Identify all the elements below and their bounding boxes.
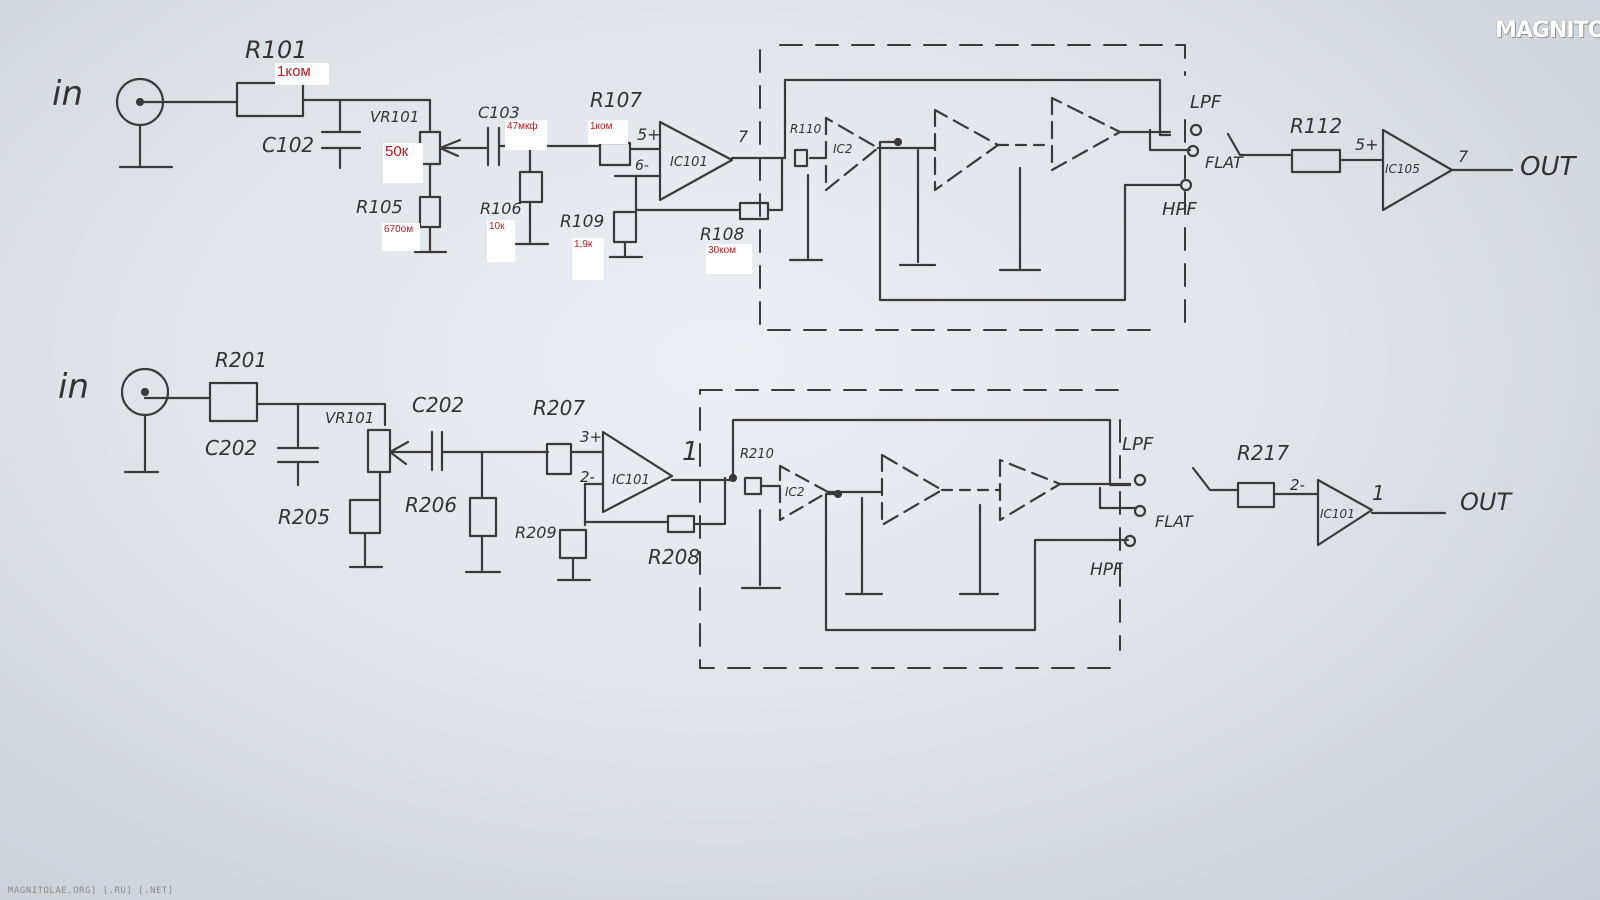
vr101-potentiometer <box>418 130 442 166</box>
ch1-label-r108: R108 <box>700 225 744 245</box>
ch1-out-label: OUT <box>1520 152 1577 182</box>
ch2-label-r208: R208 <box>648 545 700 569</box>
ch1-label-c103: C103 <box>478 103 520 122</box>
ch1-label-r112: R112 <box>1290 114 1342 138</box>
ch1-lpf-label: LPF <box>1190 92 1222 113</box>
ch2-label-r217: R217 <box>1237 441 1289 465</box>
channel-1 <box>115 39 1514 331</box>
ch1-label-r105: R105 <box>356 197 403 218</box>
ch1-ic105-out: 7 <box>1458 147 1469 166</box>
lpf-terminal-1 <box>1189 123 1203 137</box>
ch1-label-ic101: IC101 <box>670 155 708 170</box>
site-watermark: MAGNITOLAE.ORG] [.RU] [.NET] <box>8 886 174 896</box>
ch2-pin-minus: 2- <box>580 468 595 486</box>
channel-2 <box>120 367 1447 669</box>
ch1-flat-label: FLAT <box>1205 153 1244 172</box>
ch1-label-c102: C102 <box>262 133 314 157</box>
ch1-ic105-plus: 5+ <box>1355 135 1379 154</box>
annotation-c103: 47мкф <box>505 120 547 150</box>
ch1-label-vr101: VR101 <box>370 108 419 126</box>
ch1-label-r101: R101 <box>245 36 307 64</box>
annotation-r101: 1ком <box>275 63 329 85</box>
flat-terminal-1 <box>1186 144 1200 158</box>
ch1-in-label: in <box>52 74 83 114</box>
ch1-label-r107: R107 <box>590 88 642 112</box>
ch2-label-r205: R205 <box>278 505 330 529</box>
handwritten-labels: in R101 C102 VR101 C103 R107 IC101 R105 … <box>52 36 1577 580</box>
ch2-label-r209: R209 <box>515 523 557 542</box>
hpf-terminal-2 <box>1123 534 1137 548</box>
ch2-lpf-label: LPF <box>1122 434 1154 455</box>
ch2-out-label: OUT <box>1460 488 1513 516</box>
lpf-terminal-2 <box>1133 473 1147 487</box>
annotation-r107: 1ком <box>588 120 628 144</box>
ch2-label-c202a: C202 <box>205 436 257 460</box>
ch2-label-ic-out: IC101 <box>1320 507 1355 521</box>
ch2-label-vr101: VR101 <box>325 409 374 427</box>
annotation-vr101: 50к <box>383 143 423 183</box>
ch2-label-ic2: IC2 <box>785 485 805 499</box>
ch1-label-r110: R110 <box>790 122 822 136</box>
ch1-label-r109: R109 <box>560 212 604 232</box>
ch1-pin-plus: 5+ <box>637 125 661 144</box>
ch2-flat-label: FLAT <box>1155 512 1194 531</box>
ch1-label-r106: R106 <box>480 199 522 218</box>
ch2-in-label: in <box>58 367 89 407</box>
ch2-label-r207: R207 <box>533 396 585 420</box>
annotation-r108: 30ком <box>706 244 752 274</box>
flat-terminal-2 <box>1133 504 1147 518</box>
annotation-r109: 1,9к <box>572 238 604 280</box>
ch2-label-r201: R201 <box>215 348 267 372</box>
ch2-hpf-label: HPF <box>1090 560 1123 580</box>
ch2-label-ic101: IC101 <box>612 473 650 488</box>
ic101-opamp-2 <box>601 430 674 514</box>
magnitola-logo: MAGNITOLA <box>1495 18 1600 43</box>
ch1-pin-minus: 6- <box>635 158 649 174</box>
ch1-hpf-label: HPF <box>1162 199 1197 220</box>
r101-resistor <box>235 81 305 118</box>
ic-out-opamp-2 <box>1316 478 1374 547</box>
ch1-label-ic2: IC2 <box>833 142 853 156</box>
ch2-label-c202b: C202 <box>412 393 464 417</box>
annotation-r105: 670ом <box>382 223 420 251</box>
ic2-opamp-1 <box>824 116 880 192</box>
hpf-terminal-1 <box>1179 178 1193 192</box>
ch1-label-ic105: IC105 <box>1385 162 1420 176</box>
ch2-pin-plus: 3+ <box>580 428 602 446</box>
ic105-opamp <box>1381 128 1454 212</box>
ch2-pin-out: 1 <box>682 437 699 467</box>
ic101-opamp <box>658 120 734 202</box>
ch2-label-r210: R210 <box>740 447 774 462</box>
annotation-r106: 10к <box>487 220 515 262</box>
ch2-out-minus: 2- <box>1290 476 1305 494</box>
ch2-label-r206: R206 <box>405 493 457 517</box>
ch2-out-pin: 1 <box>1372 481 1385 505</box>
ch1-pin-out: 7 <box>738 127 749 146</box>
